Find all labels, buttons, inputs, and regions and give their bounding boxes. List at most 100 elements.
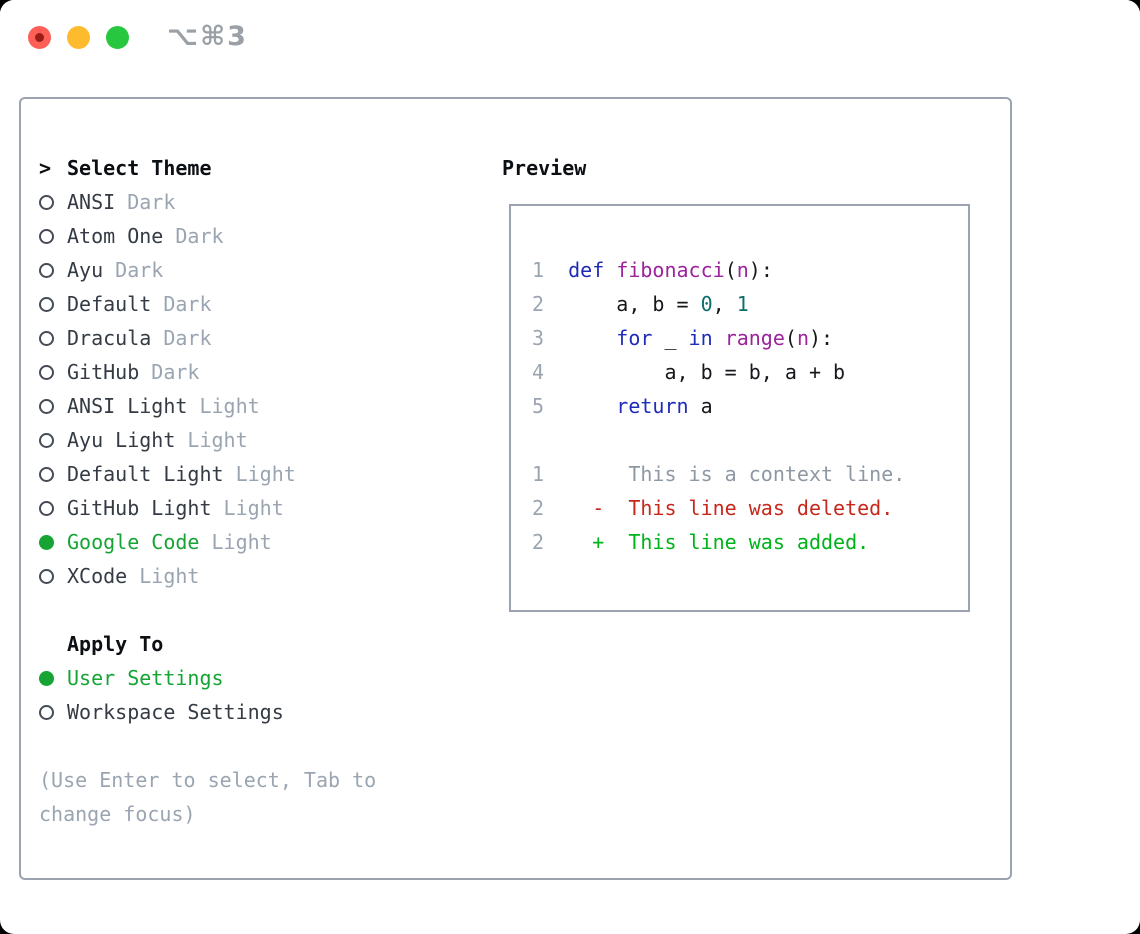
radio-unselected-icon xyxy=(39,501,54,516)
theme-list-item[interactable]: Ayu Light Light xyxy=(39,423,501,457)
line-number: 1 xyxy=(532,462,545,486)
preview-column: Preview 1 def fibonacci(n):2 a, b = 0, 1… xyxy=(502,151,970,612)
theme-list-item[interactable]: GitHub Dark xyxy=(39,355,501,389)
theme-list-item[interactable]: Ayu Dark xyxy=(39,253,501,287)
select-theme-header: > Select Theme xyxy=(39,151,501,185)
theme-name: GitHub Light xyxy=(67,496,212,520)
theme-list-item[interactable]: Default Light Light xyxy=(39,457,501,491)
theme-radio xyxy=(39,355,67,389)
minimize-button-icon[interactable] xyxy=(67,26,90,49)
theme-list-item[interactable]: Default Dark xyxy=(39,287,501,321)
preview-line: 3 for _ in range(n): xyxy=(532,321,968,355)
theme-variant-tag: Light xyxy=(199,530,272,554)
preview-line: 2 a, b = 0, 1 xyxy=(532,287,968,321)
preview-line: 2 + This line was added. xyxy=(532,525,968,559)
theme-name: Google Code xyxy=(67,530,200,554)
window-title: ⌥⌘3 xyxy=(167,21,248,52)
theme-list-item[interactable]: ANSI Dark xyxy=(39,185,501,219)
line-number: 5 xyxy=(532,394,545,418)
theme-radio xyxy=(39,253,67,287)
hint-gap xyxy=(39,729,501,763)
apply-to-option[interactable]: User Settings xyxy=(39,661,501,695)
preview-title: Preview xyxy=(502,156,587,180)
line-content: This is a context line. xyxy=(544,462,906,486)
theme-name: XCode xyxy=(67,564,128,588)
zoom-button-icon[interactable] xyxy=(106,26,129,49)
radio-selected-icon xyxy=(39,535,54,550)
theme-radio xyxy=(39,321,67,355)
theme-radio xyxy=(39,219,67,253)
theme-name: Dracula xyxy=(67,326,152,350)
line-number: 2 xyxy=(532,496,545,520)
theme-list-item[interactable]: Dracula Dark xyxy=(39,321,501,355)
theme-name: Default Light xyxy=(67,462,224,486)
theme-name: GitHub xyxy=(67,360,140,384)
apply-to-label: Workspace Settings xyxy=(67,700,284,724)
radio-selected-icon xyxy=(39,671,54,686)
theme-list-item[interactable]: ANSI Light Light xyxy=(39,389,501,423)
line-content: for _ in range(n): xyxy=(616,326,834,350)
close-button-icon[interactable] xyxy=(28,26,51,49)
theme-name: Atom One xyxy=(67,224,164,248)
radio-unselected-icon xyxy=(39,467,54,482)
apply-to-radio xyxy=(39,695,67,729)
theme-variant-tag: Dark xyxy=(163,224,224,248)
theme-name: Ayu xyxy=(67,258,104,282)
radio-unselected-icon xyxy=(39,195,54,210)
select-theme-header-label: Select Theme xyxy=(67,156,212,180)
theme-variant-tag: Dark xyxy=(151,292,212,316)
theme-list-item[interactable]: XCode Light xyxy=(39,559,501,593)
line-content: def fibonacci(n): xyxy=(568,258,773,282)
theme-name: Ayu Light xyxy=(67,428,176,452)
theme-radio xyxy=(39,457,67,491)
preview-line xyxy=(532,423,968,457)
theme-variant-tag: Dark xyxy=(115,190,176,214)
theme-radio xyxy=(39,559,67,593)
theme-list-item[interactable]: Atom One Dark xyxy=(39,219,501,253)
apply-to-radio xyxy=(39,661,67,695)
preview-line: 4 a, b = b, a + b xyxy=(532,355,968,389)
radio-unselected-icon xyxy=(39,569,54,584)
apply-to-header-label: Apply To xyxy=(67,632,164,656)
line-number: 3 xyxy=(532,326,545,350)
theme-variant-tag: Light xyxy=(175,428,248,452)
theme-list-item[interactable]: Google Code Light xyxy=(39,525,501,559)
line-number: 1 xyxy=(532,258,545,282)
theme-radio xyxy=(39,525,67,559)
preview-line: 5 return a xyxy=(532,389,968,423)
theme-radio xyxy=(39,389,67,423)
radio-unselected-icon xyxy=(39,229,54,244)
radio-unselected-icon xyxy=(39,433,54,448)
apply-to-label: User Settings xyxy=(67,666,224,690)
radio-unselected-icon xyxy=(39,297,54,312)
window-titlebar: ⌥⌘3 xyxy=(0,0,1140,76)
theme-list-item[interactable]: GitHub Light Light xyxy=(39,491,501,525)
apply-to-option[interactable]: Workspace Settings xyxy=(39,695,501,729)
line-content: a, b = b, a + b xyxy=(544,360,846,384)
focus-caret-icon: > xyxy=(39,156,52,180)
theme-variant-tag: Light xyxy=(211,496,284,520)
line-content: a, b = 0, 1 xyxy=(544,292,749,316)
line-number: 2 xyxy=(532,530,545,554)
theme-variant-tag: Dark xyxy=(103,258,164,282)
line-content: + This line was added. xyxy=(592,530,870,554)
hint-line-1: (Use Enter to select, Tab to xyxy=(39,768,377,792)
theme-name: Default xyxy=(67,292,152,316)
preview-line: 1 def fibonacci(n): xyxy=(532,253,968,287)
hint-line-2: change focus) xyxy=(39,802,196,826)
radio-unselected-icon xyxy=(39,263,54,278)
line-number xyxy=(532,428,544,452)
radio-unselected-icon xyxy=(39,705,54,720)
theme-variant-tag: Light xyxy=(127,564,200,588)
theme-variant-tag: Dark xyxy=(151,326,212,350)
theme-name: ANSI Light xyxy=(67,394,188,418)
radio-unselected-icon xyxy=(39,365,54,380)
theme-radio xyxy=(39,423,67,457)
line-number: 2 xyxy=(532,292,545,316)
apply-to-header: Apply To xyxy=(39,627,501,661)
theme-radio xyxy=(39,185,67,219)
